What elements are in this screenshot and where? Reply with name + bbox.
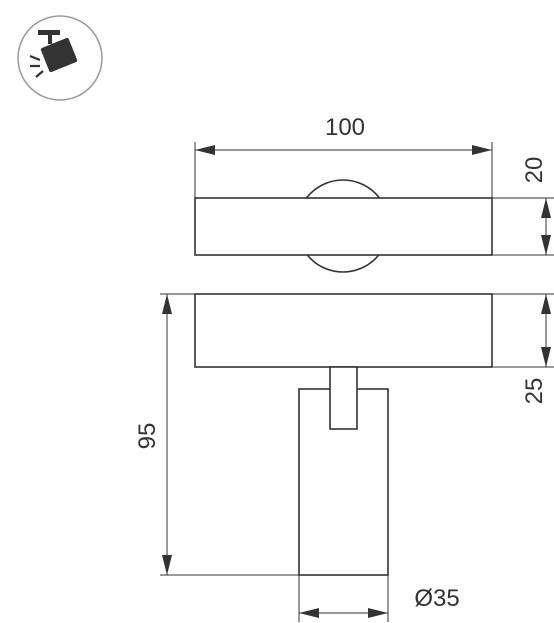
total-height-label: 95 <box>134 423 161 450</box>
dimension-head-offset: 25 <box>492 293 554 405</box>
front-view-stem <box>329 366 358 430</box>
top-view <box>194 179 493 273</box>
dimension-base-height: 20 <box>492 157 554 256</box>
front-view <box>194 293 493 576</box>
dimension-total-height: 95 <box>134 293 299 576</box>
base-height-label: 20 <box>521 157 548 184</box>
head-offset-label: 25 <box>521 378 548 405</box>
dimension-diameter: Ø35 <box>298 575 460 622</box>
dimension-width: 100 <box>194 114 493 198</box>
front-view-track <box>194 293 493 368</box>
track-spotlight-icon <box>17 15 103 101</box>
top-view-track <box>194 197 493 256</box>
width-label: 100 <box>325 114 365 141</box>
diameter-label: Ø35 <box>414 585 459 612</box>
